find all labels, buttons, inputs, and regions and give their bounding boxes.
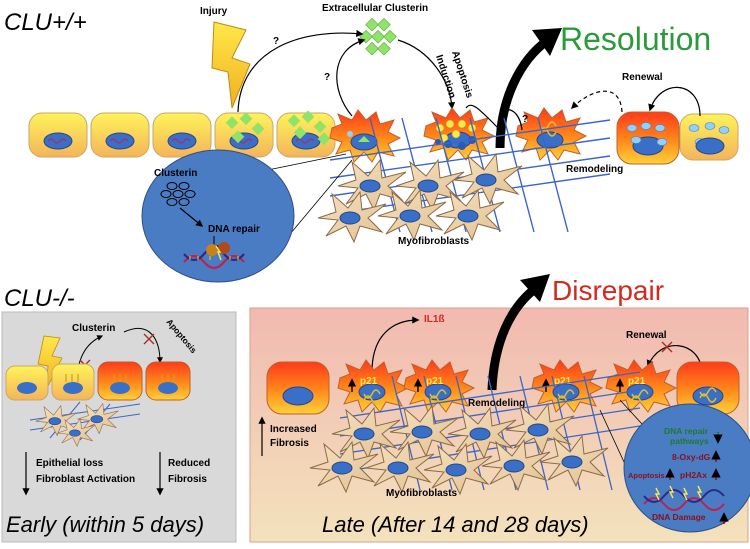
extracellular-clusterin-label: Extracellular Clusterin <box>322 3 428 14</box>
late-remodeling-label: Remodeling <box>468 398 525 409</box>
top-panel: CLU+/+ <box>4 3 739 283</box>
resolution-arrowhead <box>532 28 562 56</box>
early-clusterin-label: Clusterin <box>72 323 115 334</box>
early-panel: CLU-/- Clusterin Apoptosis <box>1 285 237 543</box>
question-mark: ? <box>324 72 330 83</box>
zoom-line <box>619 399 643 425</box>
myofibroblasts-label: Myofibroblasts <box>398 236 470 247</box>
injured-epithelial-cell <box>214 112 274 158</box>
apoptotic-cell <box>423 107 495 161</box>
ph2ax-label: pH2Ax <box>680 470 707 480</box>
p21-label: p21 <box>554 376 572 387</box>
renewing-cell <box>616 111 680 165</box>
lightning-bolt-icon <box>211 21 251 109</box>
dna-damage-label: DNA Damage <box>652 512 706 522</box>
genotype-label-ko: CLU-/- <box>4 285 75 312</box>
renewing-epithelial-cell <box>679 113 739 161</box>
question-mark: ? <box>273 36 279 47</box>
inset-clusterin-label: Clusterin <box>154 168 197 179</box>
dna-repair-pathways-label: DNA repair <box>664 426 709 436</box>
senescent-cell: p21 <box>605 359 677 413</box>
remodeling-cell <box>329 109 401 163</box>
early-myofibroblasts <box>29 401 141 447</box>
pathways-label: pathways <box>670 436 709 446</box>
renewal-label: Renewal <box>622 72 663 83</box>
dna-damage-inset: DNA repair pathways 8-Oxy-dG Apoptosis p… <box>623 403 750 533</box>
disrepair-arrowhead <box>520 274 550 302</box>
remodeling-label: Remodeling <box>566 164 623 175</box>
renewal-arrow <box>648 86 701 117</box>
epithelial-cell <box>90 112 150 158</box>
epithelial-cell <box>152 112 212 158</box>
p21-label: p21 <box>628 376 646 387</box>
late-myofibroblasts-label: Myofibroblasts <box>386 488 458 499</box>
renewal-dashed-arrow <box>570 90 623 113</box>
injury-label: Injury <box>200 6 228 17</box>
secretion-arrow <box>237 29 364 113</box>
epithelial-loss-label: Epithelial loss <box>36 458 104 469</box>
extracellular-clusterin-icon <box>359 17 397 56</box>
late-renewal-label: Renewal <box>626 330 667 341</box>
early-fibrosis-label: Fibrosis <box>168 474 207 485</box>
oxy-dg-label: 8-Oxy-dG <box>672 452 711 462</box>
clusterin-expressing-cell <box>276 110 336 158</box>
early-panel-background <box>1 311 237 543</box>
resolution-arrow <box>495 36 551 149</box>
early-caption: Early (within 5 days) <box>6 512 204 537</box>
uptake-arrow <box>336 38 366 117</box>
question-mark: ? <box>522 114 528 125</box>
dna-helix-icon <box>183 242 245 270</box>
genotype-label-wt: CLU+/+ <box>4 9 87 36</box>
resolution-label: Resolution <box>560 21 711 57</box>
disrepair-label: Disrepair <box>552 275 664 306</box>
damaged-dna-icon <box>643 485 725 511</box>
inset-dna-repair-label: DNA repair <box>208 224 260 235</box>
epithelial-row <box>28 110 336 158</box>
late-caption: Late (After 14 and 28 days) <box>322 512 589 537</box>
zoom-line <box>257 153 347 173</box>
disrepair-arrow <box>487 284 539 391</box>
p21-label: p21 <box>426 376 444 387</box>
block-mark <box>143 333 155 345</box>
senescent-cell: p21 <box>403 359 475 413</box>
repair-arrow <box>179 207 204 227</box>
myofibroblast-cluster <box>317 153 523 243</box>
apoptosis-induction-arrow <box>397 39 456 110</box>
inset-apoptosis-label: Apoptosis <box>628 471 665 480</box>
fibroblast-activation-label: Fibroblast Activation <box>36 474 135 485</box>
reduced-label: Reduced <box>168 458 210 469</box>
increased-label: Increased <box>270 424 317 435</box>
senescent-cell: p21 <box>337 359 409 413</box>
block-mark <box>661 341 673 353</box>
late-fibrosis-label: Fibrosis <box>270 438 309 449</box>
early-cell-row <box>5 361 191 401</box>
p21-label: p21 <box>360 376 378 387</box>
epithelial-cell <box>28 112 88 158</box>
late-panel: Disrepair IL1ß Renewal p21 p21 <box>249 274 750 543</box>
il1b-label: IL1ß <box>424 314 445 325</box>
il1b-arrow <box>371 316 420 373</box>
early-apoptosis-arrow <box>123 327 163 364</box>
clusterin-molecules-icon <box>160 182 196 206</box>
dna-repair-inset: Clusterin DNA repair <box>141 149 295 283</box>
